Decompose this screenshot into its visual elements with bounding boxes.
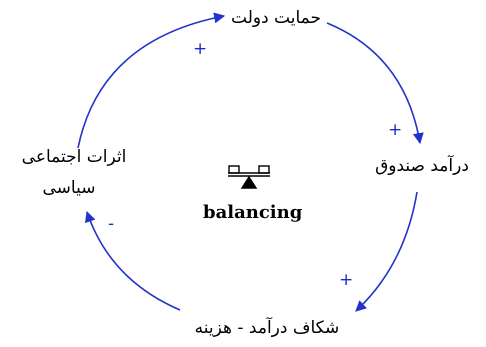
node-social-political-line1: اثرات اجتماعی bbox=[21, 147, 127, 167]
polarity-sign-social-to-government: + bbox=[193, 39, 208, 59]
link-government-to-revenue bbox=[326, 22, 424, 145]
balance-scale-icon bbox=[228, 165, 270, 189]
polarity-sign-government-to-revenue: + bbox=[388, 120, 403, 140]
node-fund-revenue: درآمد صندوق bbox=[375, 156, 469, 176]
node-social-political-line2: سیاسی bbox=[42, 178, 96, 198]
link-social-to-government bbox=[77, 12, 226, 149]
loop-type-label: balancing bbox=[203, 202, 303, 223]
node-gap: شکاف درآمد - هزینه bbox=[194, 318, 340, 338]
link-gap-to-social bbox=[84, 210, 181, 311]
polarity-sign-gap-to-social: - bbox=[108, 214, 115, 234]
link-revenue-to-gap bbox=[355, 191, 418, 312]
polarity-sign-revenue-to-gap: + bbox=[339, 270, 354, 290]
node-government-support: حمایت دولت bbox=[231, 8, 321, 28]
